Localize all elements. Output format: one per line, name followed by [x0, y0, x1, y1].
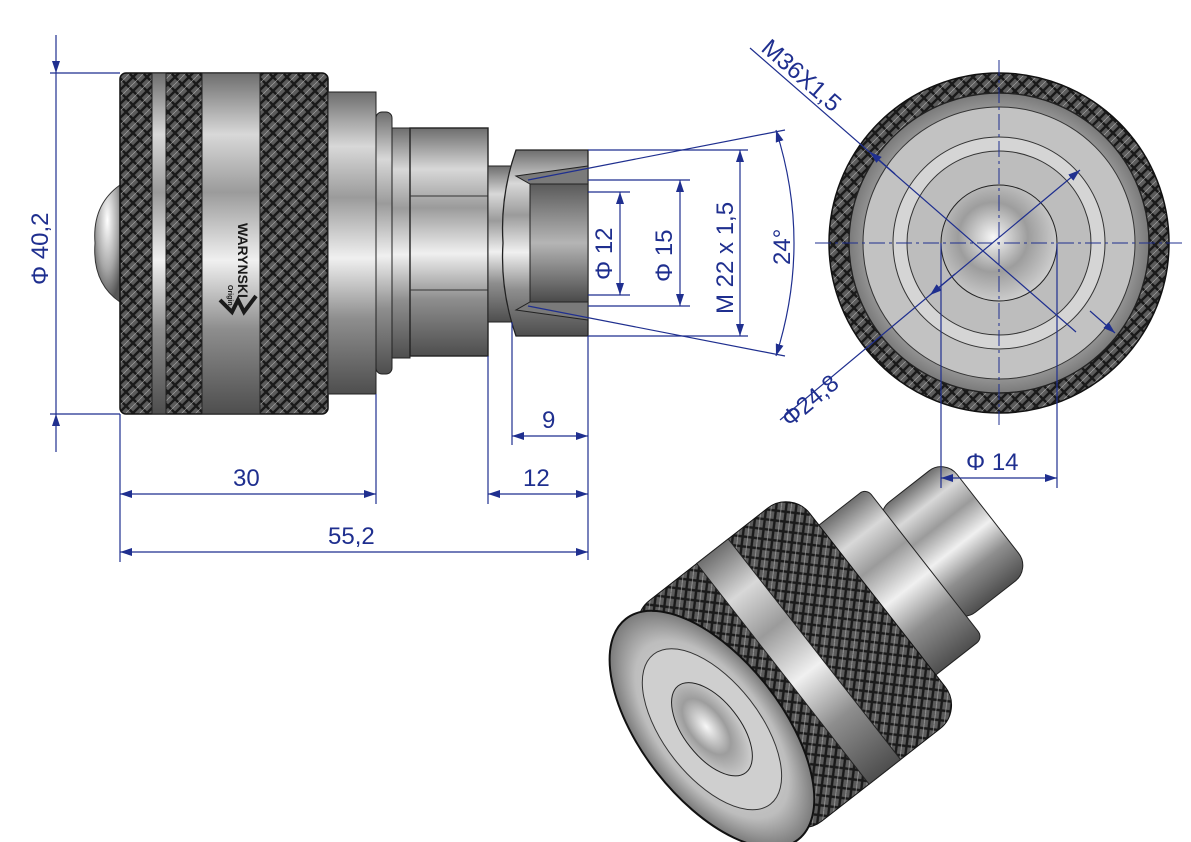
dim-bore-12: Φ 12 — [591, 227, 618, 280]
brand-logo-sub: Origin — [226, 285, 233, 306]
iso-front-center — [671, 682, 753, 777]
dim-cone-angle: 24° — [769, 229, 796, 265]
end-view — [815, 60, 1185, 425]
iso-view — [608, 466, 1024, 842]
iso-band — [695, 538, 902, 785]
dim-bore-15: Φ 15 — [651, 229, 678, 282]
cone-seat — [514, 165, 589, 321]
dim-length-total: 55,2 — [328, 523, 375, 550]
dim-length-30: 30 — [233, 465, 260, 492]
brand-logo-mark — [218, 294, 258, 316]
brand-logo-text: WARYNSKI — [235, 223, 251, 298]
dim-thread-female: M36X1,5 — [756, 34, 846, 117]
collar — [391, 127, 411, 359]
brand-logo: WARYNSKI Origin — [226, 223, 251, 306]
sleeve — [327, 91, 377, 395]
dim-length-12: 12 — [523, 465, 550, 492]
sleeve-ring — [375, 111, 393, 375]
dim-length-9: 9 — [542, 407, 555, 434]
nose-dome — [94, 184, 121, 303]
dim-face-24-8: Φ24,8 — [777, 370, 845, 433]
dimensions: Φ 40,2 Φ 12 Φ 15 M 22 x 1,5 24° M36X1,5 … — [27, 34, 1116, 562]
dim-face-14: Φ 14 — [966, 449, 1019, 476]
body-band — [201, 72, 261, 415]
body-groove-1 — [151, 72, 167, 415]
dim-outer-diameter: Φ 40,2 — [27, 212, 54, 285]
side-view: WARYNSKI Origin — [94, 72, 589, 415]
dim-thread-male: M 22 x 1,5 — [712, 202, 739, 314]
male-bore — [529, 183, 589, 303]
hex-nut — [409, 127, 489, 357]
